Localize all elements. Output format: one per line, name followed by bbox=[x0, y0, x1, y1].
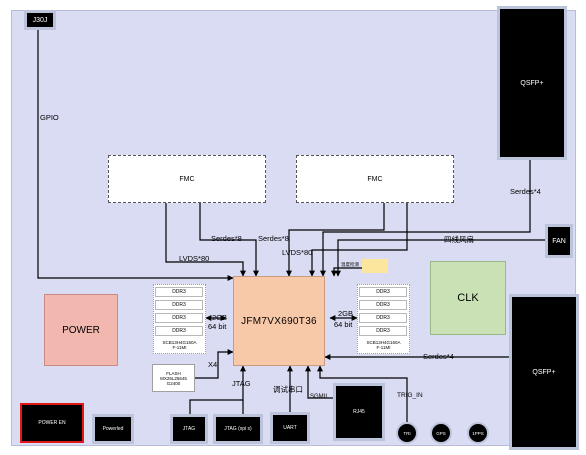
fmc-left-label: FMC bbox=[179, 175, 195, 183]
qsfp-top-label: QSFP+ bbox=[520, 79, 544, 87]
power-label: POWER bbox=[62, 324, 100, 336]
jtag-connector-1: JTAG bbox=[170, 414, 208, 444]
fpga-label: JFM7VX690T36 bbox=[241, 315, 317, 327]
gpio-label: GPIO bbox=[40, 113, 59, 122]
fmc-right-label: FMC bbox=[367, 175, 383, 183]
mem-left-bits-label: 64 bit bbox=[208, 322, 227, 331]
trig-in-connector: TRI bbox=[396, 422, 418, 444]
ddr3-right-chip-3: DDR3 bbox=[359, 313, 407, 323]
fmc-left-connector: FMC bbox=[108, 155, 266, 203]
trig-in-label: TRIG_IN bbox=[397, 392, 423, 399]
clk-block: CLK bbox=[430, 261, 506, 335]
fan-connector: FAN bbox=[545, 224, 573, 258]
serdes8-left-label: Serdes*8 bbox=[211, 234, 242, 243]
fan-wire-label: 四线风扇 bbox=[444, 235, 474, 244]
fmc-right-connector: FMC bbox=[296, 155, 454, 203]
jtag-connector-2: JTAG (xpi s) bbox=[213, 414, 263, 444]
lvds80-left-label: LVDS*80 bbox=[179, 254, 210, 263]
power-block: POWER bbox=[44, 294, 118, 366]
gps-connector: GPS bbox=[430, 422, 452, 444]
ddr3-right-part-note: SCB13H4G160A F-11MI bbox=[366, 340, 401, 350]
mem-left-size-label: 2GB bbox=[212, 313, 228, 322]
temp-line bbox=[331, 267, 362, 277]
ddr3-left-chip-4: DDR3 bbox=[155, 326, 203, 336]
lvds80-right-label: LVDS*80 bbox=[282, 248, 313, 257]
flash-chip: FLASH MX25L25645 G2400 bbox=[152, 364, 195, 392]
pps-connector: 1PPS bbox=[467, 422, 489, 444]
board-background bbox=[11, 10, 576, 446]
debug-uart-label: 调试串口 bbox=[273, 385, 303, 394]
ddr3-left-chip-3: DDR3 bbox=[155, 313, 203, 323]
gpio-line bbox=[37, 30, 234, 281]
qsfp-bottom-module: QSFP+ bbox=[509, 294, 579, 450]
x4-label: X4 bbox=[208, 360, 218, 369]
mem-right-size-label: 2GB bbox=[338, 309, 354, 318]
trig-line bbox=[317, 365, 408, 424]
fan-label: FAN bbox=[552, 237, 566, 245]
rj45-connector: RJ45 bbox=[333, 383, 385, 441]
temperature-sensor bbox=[362, 259, 388, 273]
flash-line bbox=[195, 349, 234, 379]
ddr3-left-part-note: SCB13H4G160A F-11MI bbox=[162, 340, 197, 350]
j30j-label: J30J bbox=[32, 16, 48, 24]
serdes4-top-line bbox=[320, 158, 531, 277]
uart-connector: UART bbox=[270, 412, 310, 444]
j30j-connector: J30J bbox=[24, 10, 56, 30]
ddr3-right-chip-2: DDR3 bbox=[359, 300, 407, 310]
qsfp-bottom-label: QSFP+ bbox=[532, 368, 556, 376]
fmc-right-serdes-line bbox=[286, 203, 385, 277]
jtag-bus-line bbox=[189, 365, 246, 414]
serdes4-bottom-label: Serdes*4 bbox=[423, 352, 454, 361]
fan-line bbox=[335, 239, 545, 277]
powerled-block: Powerled bbox=[92, 414, 134, 444]
serdes4-top-label: Serdes*4 bbox=[510, 187, 541, 196]
clk-label: CLK bbox=[457, 292, 479, 304]
sgmii-line bbox=[305, 365, 333, 399]
jtag-bus-label: JTAG bbox=[232, 379, 251, 388]
serdes8-right-label: Serdes*8 bbox=[258, 234, 289, 243]
ddr3-right-chip-4: DDR3 bbox=[359, 326, 407, 336]
fmc-right-lvds-line bbox=[309, 203, 408, 277]
fmc-left-serdes-line bbox=[199, 203, 259, 277]
ddr3-left-chip-2: DDR3 bbox=[155, 300, 203, 310]
sgmii-label: SGMII bbox=[310, 394, 328, 400]
power-en-block: POWER EN bbox=[20, 403, 84, 443]
fpga-chip: JFM7VX690T36 bbox=[233, 276, 325, 366]
mem-right-bits-label: 64 bit bbox=[334, 320, 353, 329]
temp-label: 温度检测 bbox=[341, 262, 359, 267]
ddr3-left-chip-1: DDR3 bbox=[155, 287, 203, 297]
ddr3-right-chip-1: DDR3 bbox=[359, 287, 407, 297]
qsfp-top-module: QSFP+ bbox=[497, 6, 567, 160]
fmc-left-lvds-line bbox=[165, 203, 246, 277]
